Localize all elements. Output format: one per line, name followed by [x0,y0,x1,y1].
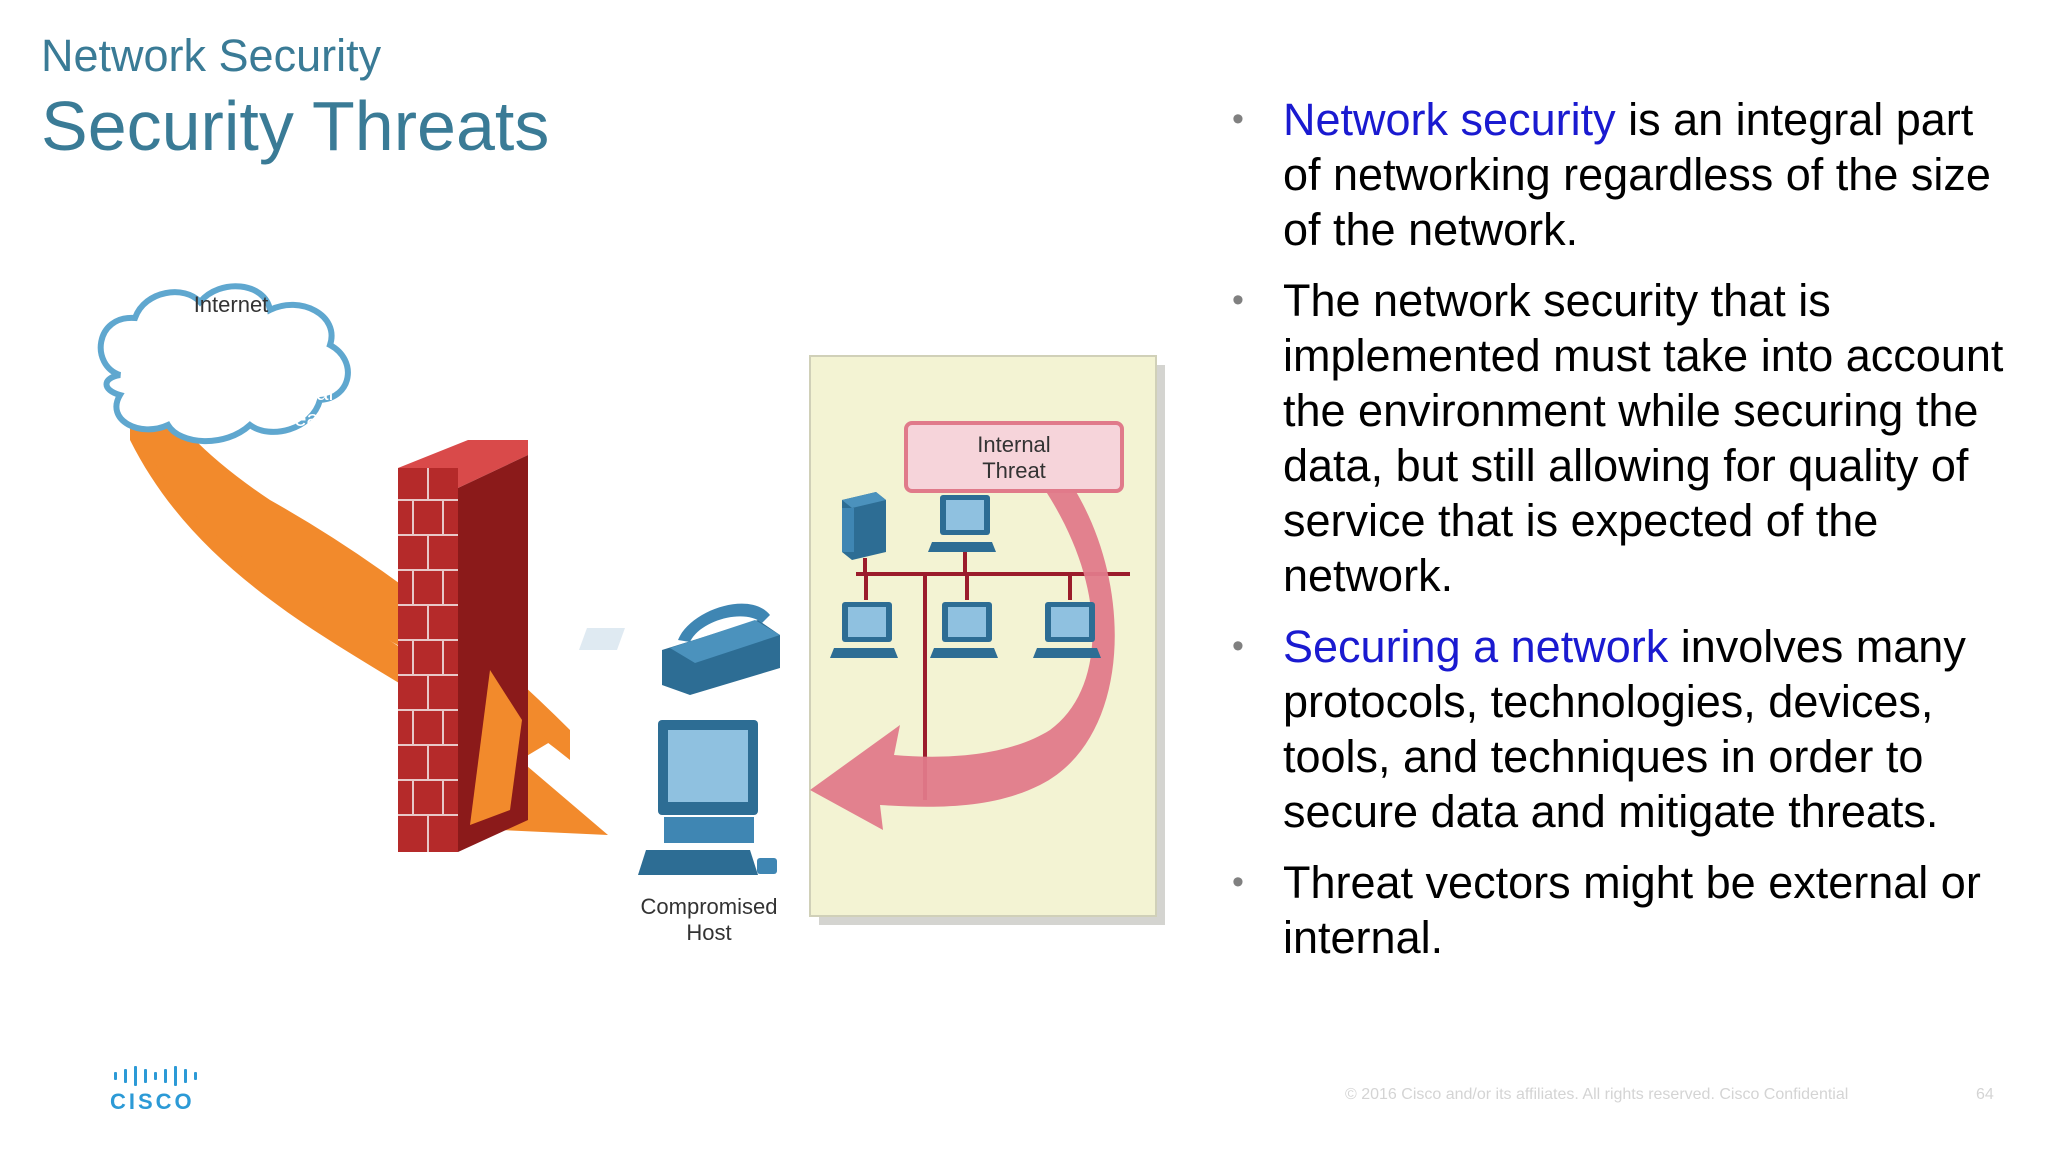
bullet-item: Network security is an integral part of … [1232,92,2022,257]
bullet-highlight: Network security [1283,94,1616,145]
bullet-highlight: Securing a network [1283,621,1669,672]
cisco-logo-text: CISCO [110,1089,195,1114]
phone-icon [578,603,780,695]
lan-pc-icon [930,602,998,658]
internal-threat-arrow [810,490,1115,830]
internal-threat-label-line2: Threat [982,458,1046,483]
internet-cloud [97,283,351,445]
external-threat-label-line2: Threat [261,406,325,431]
external-threat-arrow [120,380,608,835]
firewall-icon [398,440,528,852]
internal-threat-box [904,421,1124,493]
bullet-list: Network security is an integral part of … [1232,92,2022,981]
bullet-text: involves many protocols, technologies, d… [1283,621,1966,837]
lan-pc-icon [1033,602,1101,658]
bullet-text: is an integral part of networking regard… [1283,94,1991,255]
cisco-logo-bars-icon [110,1065,210,1087]
bullet-text: The network security that is implemented… [1283,275,2004,601]
compromised-host-pc-icon [638,720,777,875]
cisco-logo: CISCO [110,1065,210,1114]
copyright-footer: © 2016 Cisco and/or its affiliates. All … [1345,1086,1849,1103]
page-number: 64 [1976,1086,1994,1103]
internet-label: Internet [194,292,269,317]
host-label-line1: Compromised [641,894,778,919]
server-icon [842,492,886,560]
lan-pc-icon [830,602,898,658]
section-subtitle: Network Security [41,30,382,81]
external-threat-label-line1: External [253,380,334,405]
lan-pc-icon [928,495,996,552]
bullet-item: The network security that is implemented… [1232,273,2022,603]
bullet-item: Securing a network involves many protoco… [1232,619,2022,839]
bullet-text: Threat vectors might be external or inte… [1283,857,1981,963]
security-threats-diagram: Internet External Threat [90,283,1170,980]
internal-threat-label-line1: Internal [977,432,1050,457]
bullet-item: Threat vectors might be external or inte… [1232,855,2022,965]
slide-title: Security Threats [41,87,550,165]
host-label-line2: Host [686,920,731,945]
